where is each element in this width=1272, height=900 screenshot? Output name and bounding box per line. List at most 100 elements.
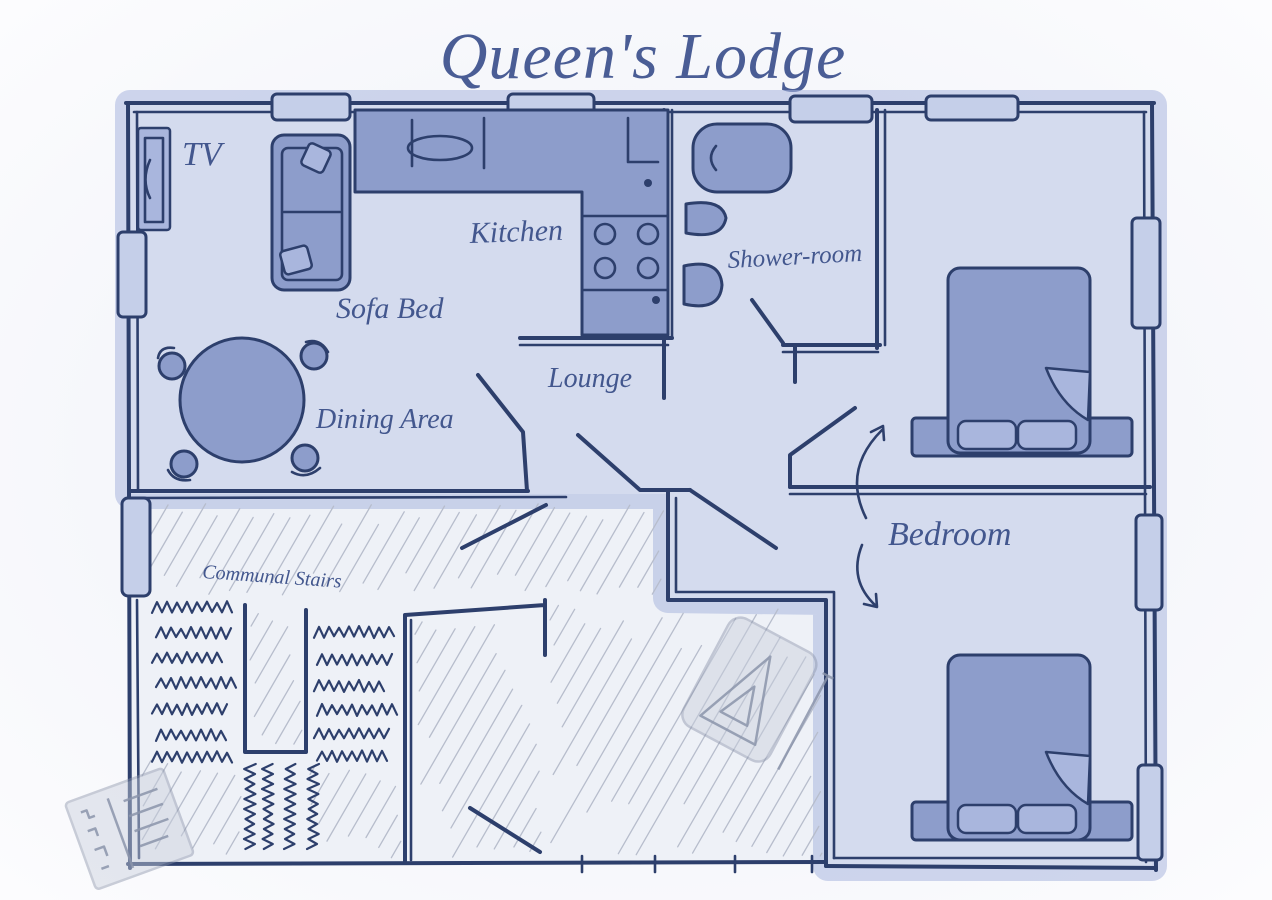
hatch-line bbox=[310, 772, 330, 806]
hatch-line bbox=[550, 623, 586, 683]
stair-tread bbox=[305, 762, 321, 851]
bed-frame bbox=[946, 266, 1092, 455]
bed-frame bbox=[946, 653, 1092, 842]
hatch-line bbox=[418, 628, 456, 692]
hatch-line bbox=[420, 653, 497, 785]
upper-bed bbox=[910, 266, 1134, 458]
lounge-bottom-wall-inner bbox=[135, 495, 568, 500]
hatch-line bbox=[766, 775, 812, 854]
hatch-line bbox=[254, 626, 289, 684]
stair-tread bbox=[315, 749, 389, 763]
sofa-bed-label: Sofa Bed bbox=[336, 292, 444, 325]
stair-tread bbox=[312, 678, 386, 694]
arrow-down-icon bbox=[856, 543, 879, 609]
arrow-up-icon bbox=[855, 424, 886, 520]
hob-burner bbox=[593, 256, 617, 280]
hob-burner bbox=[636, 256, 660, 280]
stair-tread bbox=[260, 762, 275, 851]
set-square-triangle bbox=[699, 655, 772, 747]
dining-chair bbox=[290, 443, 322, 477]
sheet-scribbles bbox=[80, 787, 169, 870]
fridge-outline bbox=[626, 116, 660, 164]
chair-back bbox=[156, 346, 176, 360]
hatch-line bbox=[246, 517, 291, 593]
hatch-line bbox=[378, 814, 398, 849]
bottom-wall-ticks bbox=[580, 854, 814, 874]
shower-room-fixtures bbox=[682, 122, 793, 308]
hatch-line bbox=[493, 770, 540, 850]
hatch-line bbox=[576, 617, 663, 767]
hatch-line bbox=[347, 780, 381, 837]
chair-back bbox=[290, 466, 322, 477]
stair-tread bbox=[150, 600, 234, 615]
shower-room-door bbox=[750, 298, 785, 345]
hatch-line bbox=[579, 504, 631, 592]
hatch-line bbox=[405, 505, 446, 574]
shower-tray bbox=[691, 122, 793, 194]
window-top-lounge bbox=[270, 92, 352, 122]
hatch-line bbox=[225, 831, 240, 855]
hatch-line bbox=[628, 617, 737, 805]
tv-stand-arc bbox=[144, 158, 152, 200]
hatch-line bbox=[637, 550, 660, 588]
hatch-line bbox=[199, 508, 241, 579]
hatch-line bbox=[618, 510, 665, 588]
ruler-sheet-icon bbox=[64, 767, 195, 890]
counter-top bbox=[353, 108, 670, 337]
hatch-line bbox=[451, 723, 531, 858]
hatch-line bbox=[751, 731, 819, 847]
hatch-line bbox=[801, 825, 820, 856]
hatch-line bbox=[457, 504, 501, 579]
hob-burner bbox=[593, 222, 617, 246]
hatch-line bbox=[324, 504, 372, 587]
left-wall bbox=[126, 101, 132, 870]
window-right-bedroom-2b bbox=[1136, 763, 1164, 862]
hatch-line bbox=[339, 523, 380, 593]
kitchen-counter bbox=[353, 108, 670, 337]
hatch-line bbox=[390, 840, 402, 859]
hatch-line bbox=[513, 807, 537, 848]
dining-table bbox=[178, 336, 306, 464]
bedroom-label: Bedroom bbox=[888, 516, 1011, 553]
hatch-line bbox=[180, 772, 219, 837]
windows bbox=[116, 92, 1164, 862]
hatch-line bbox=[819, 852, 823, 857]
dining-chair bbox=[156, 346, 187, 381]
dining-set bbox=[156, 336, 330, 482]
stair-tread bbox=[154, 728, 228, 743]
lounge-door-partition bbox=[476, 373, 529, 493]
corridor-door-right bbox=[688, 488, 778, 550]
stair-tread bbox=[150, 651, 224, 665]
dining-chair bbox=[299, 339, 330, 371]
hatch-line bbox=[545, 515, 588, 588]
hatch-line bbox=[326, 773, 367, 842]
tv-unit bbox=[136, 126, 172, 232]
hallway-wall-inner bbox=[674, 496, 836, 860]
hatch-line bbox=[549, 604, 560, 621]
hallway-wall bbox=[666, 488, 828, 868]
shower-drain-arc bbox=[709, 144, 718, 172]
wash-basin bbox=[684, 201, 728, 237]
hatch-line bbox=[433, 514, 478, 589]
hatch-line bbox=[556, 627, 602, 704]
kitchen-label: Kitchen bbox=[468, 214, 563, 250]
hatch-line bbox=[154, 770, 202, 850]
hatch-line bbox=[413, 511, 460, 592]
hatch-line bbox=[163, 503, 207, 576]
bedroom-arrows bbox=[855, 424, 886, 609]
hatch-line bbox=[141, 771, 182, 841]
stairs-box-wall bbox=[403, 598, 547, 864]
stair-tread bbox=[154, 625, 233, 640]
hatch-line bbox=[561, 620, 625, 728]
lower-bed bbox=[910, 653, 1134, 842]
hatch-line bbox=[192, 774, 236, 849]
hatch-line bbox=[524, 512, 571, 592]
hatch-line bbox=[228, 513, 275, 592]
flat-fill bbox=[130, 105, 1152, 866]
counter-knob bbox=[652, 296, 660, 304]
hatch-line bbox=[691, 656, 807, 854]
hatch-line bbox=[213, 796, 242, 845]
hatch-line bbox=[175, 515, 218, 587]
hatch-line bbox=[496, 503, 539, 575]
